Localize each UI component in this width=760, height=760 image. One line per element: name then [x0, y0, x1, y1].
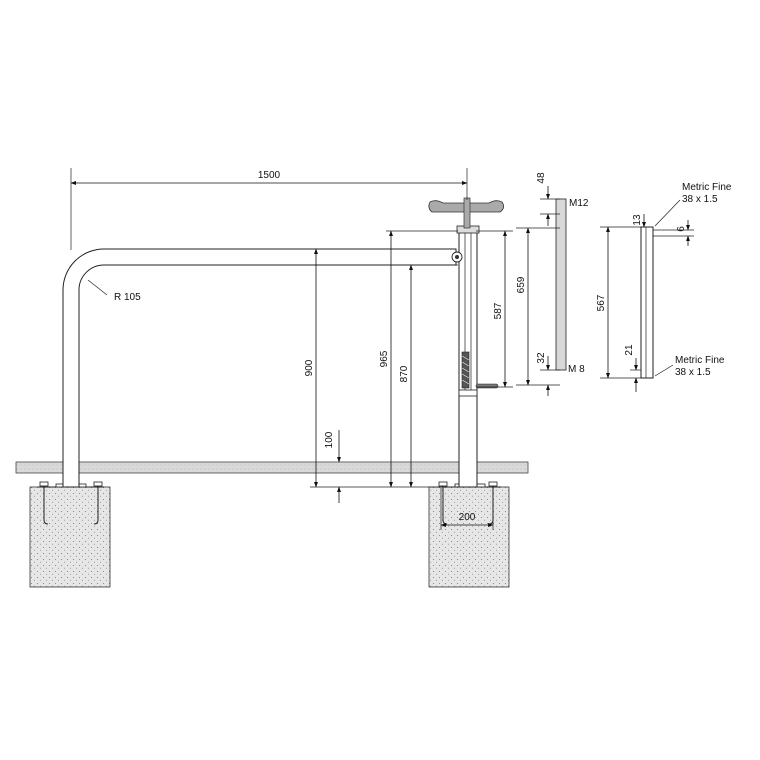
svg-text:200: 200 — [459, 512, 476, 523]
svg-text:48: 48 — [536, 172, 547, 184]
svg-text:M12: M12 — [569, 198, 589, 209]
dim-200: 200 — [440, 488, 494, 530]
svg-text:32: 32 — [536, 352, 547, 364]
t-handle-key — [428, 197, 504, 229]
left-foundation — [29, 486, 111, 588]
svg-text:38 x 1.5: 38 x 1.5 — [675, 367, 711, 378]
dim-965: 965 — [379, 230, 393, 488]
svg-text:13: 13 — [632, 214, 643, 226]
ground-surface — [15, 461, 529, 474]
svg-text:6: 6 — [676, 226, 687, 232]
svg-text:659: 659 — [516, 276, 527, 293]
bend-radius-label: R 105 — [87, 279, 141, 303]
tube-detail: 567 13 21 6 Metric Fine 38 x 1.5 Metric … — [596, 182, 732, 392]
svg-text:1500: 1500 — [258, 170, 281, 181]
dim-1500: 1500 — [70, 168, 468, 250]
svg-text:Metric Fine: Metric Fine — [682, 182, 732, 193]
dim-870: 870 — [399, 264, 413, 488]
svg-text:567: 567 — [596, 294, 607, 311]
svg-text:965: 965 — [379, 350, 390, 367]
svg-text:870: 870 — [399, 365, 410, 382]
svg-text:100: 100 — [324, 431, 335, 448]
right-post — [451, 225, 499, 488]
key-rod-detail: 48 659 32 M12 M 8 — [516, 172, 589, 396]
dim-900: 900 — [304, 248, 318, 488]
svg-text:900: 900 — [304, 359, 315, 376]
barrier-bar — [62, 248, 457, 488]
dim-100: 100 — [324, 430, 341, 503]
svg-text:M 8: M 8 — [568, 364, 585, 375]
svg-text:R 105: R 105 — [114, 292, 141, 303]
svg-text:587: 587 — [493, 302, 504, 319]
svg-text:Metric Fine: Metric Fine — [675, 355, 725, 366]
dim-587: 587 — [493, 230, 507, 388]
svg-text:38 x 1.5: 38 x 1.5 — [682, 194, 718, 205]
svg-text:21: 21 — [624, 344, 635, 356]
right-foundation — [428, 486, 510, 588]
